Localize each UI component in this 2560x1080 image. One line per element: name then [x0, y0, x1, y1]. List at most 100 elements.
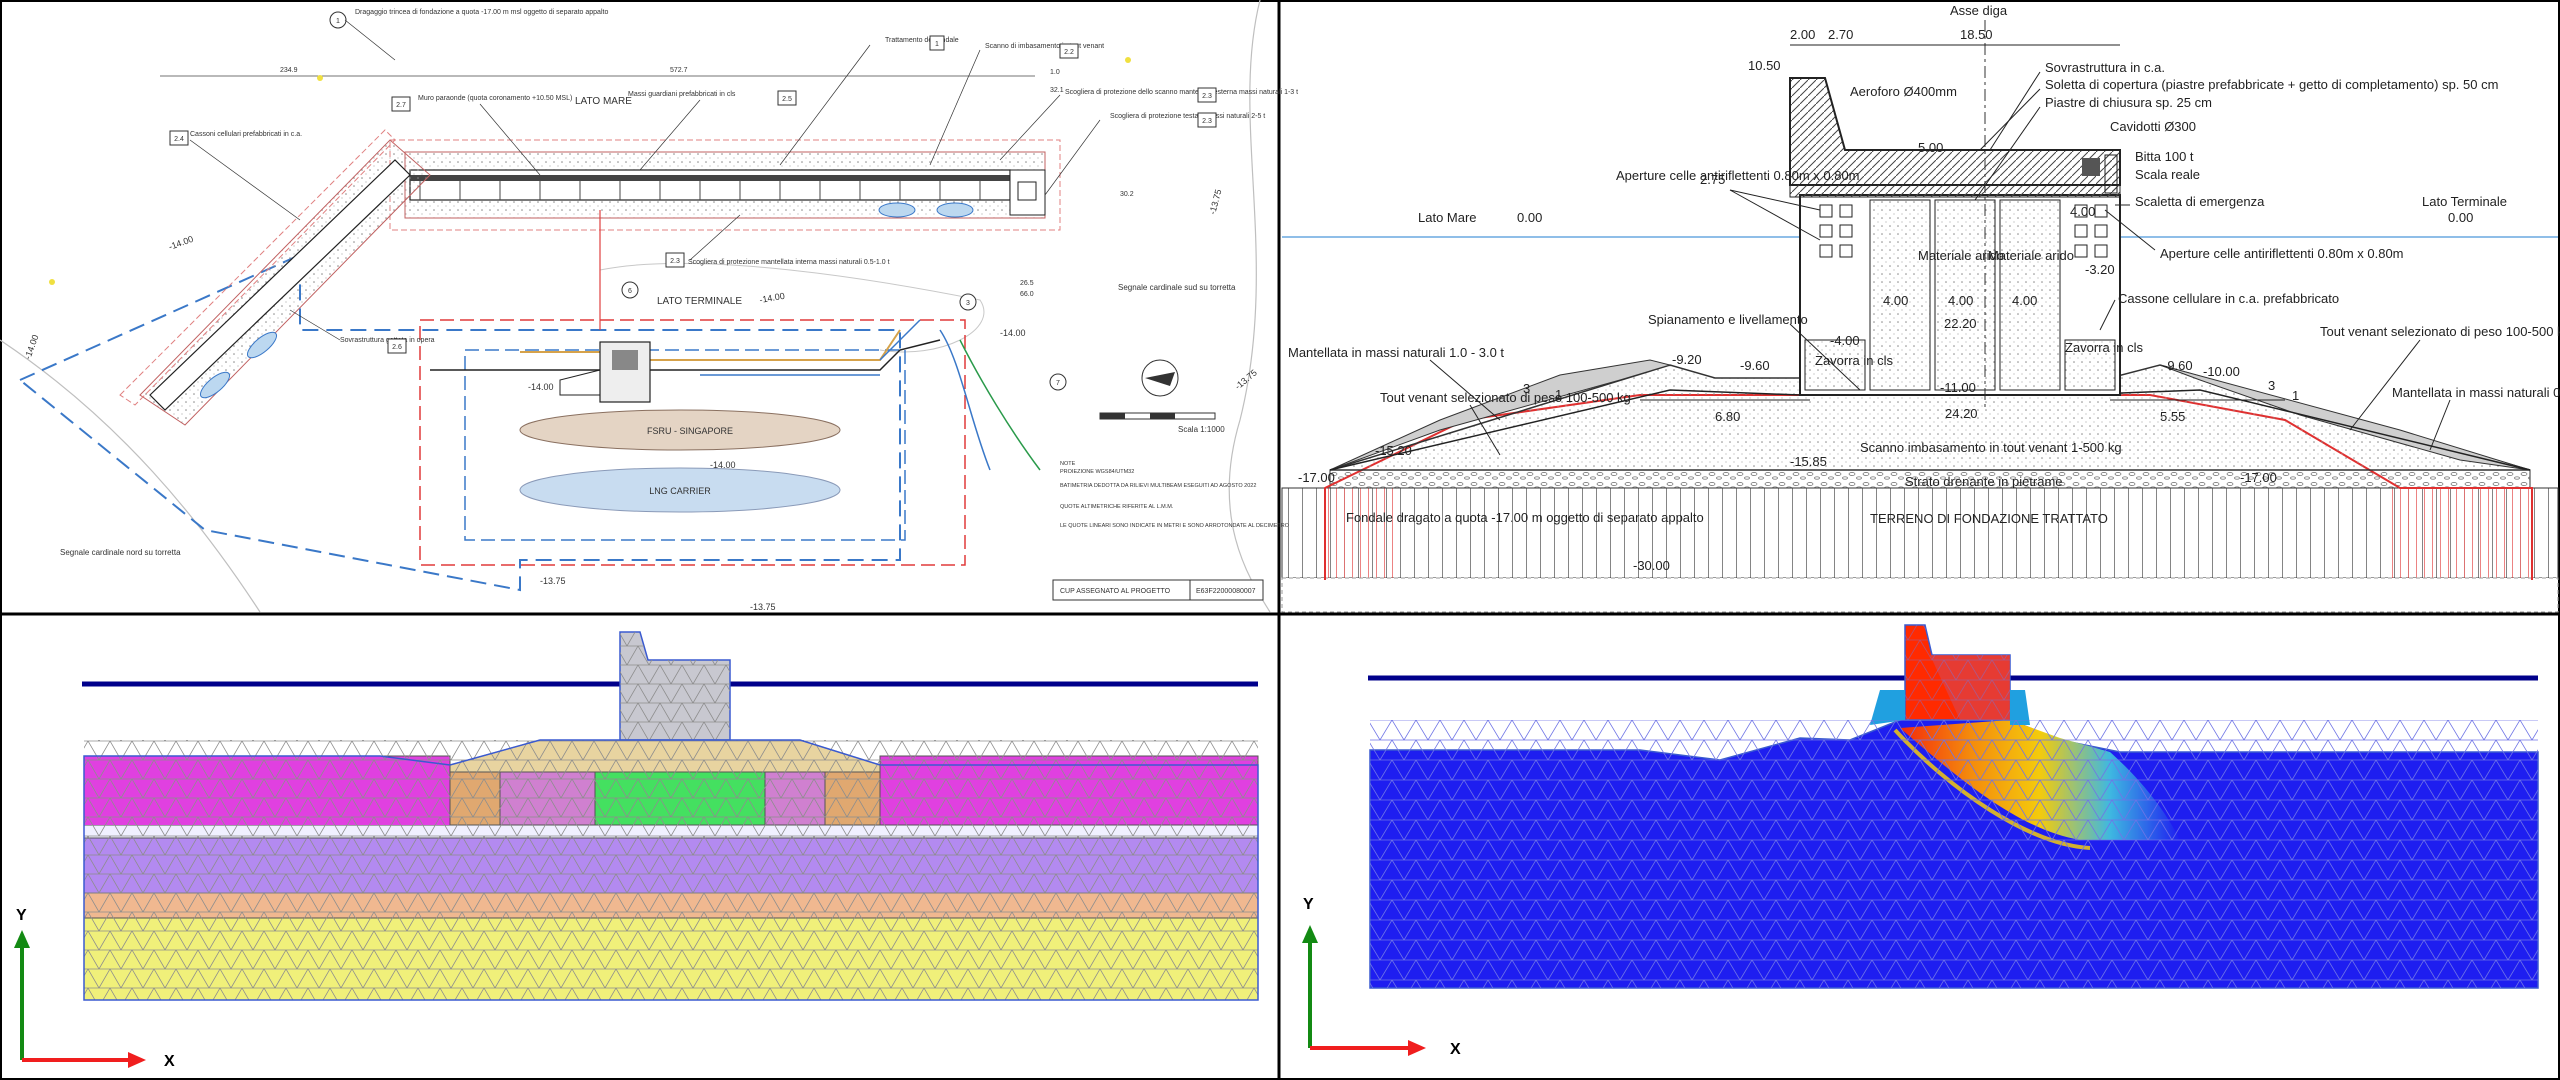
dim-200: 2.00	[1790, 27, 1815, 42]
dim-1850: 18.50	[1960, 27, 1993, 42]
y-axis-arrowhead	[1302, 925, 1318, 943]
strato-label: Strato drenante in pietrame	[1905, 474, 2063, 489]
segnale-sud-label: Segnale cardinale sud su torretta	[1118, 283, 1236, 292]
marker-icon	[317, 75, 323, 81]
callout-scanno: Scanno di imbasamento in tout venant	[985, 43, 1104, 50]
elev-m400: -4.00	[1830, 333, 1860, 348]
svg-text:-14.00: -14.00	[1000, 328, 1026, 338]
vessel-icon	[246, 331, 278, 359]
y-axis-label: Y	[16, 907, 27, 924]
marker-icon	[1125, 57, 1131, 63]
svg-text:-13.75: -13.75	[750, 602, 776, 612]
svg-text:66.0: 66.0	[1020, 291, 1034, 298]
svg-text:26.5: 26.5	[1020, 280, 1034, 287]
materiale-arido-1: Materiale arido	[1918, 248, 2004, 263]
fem-mesh-panel: Y X	[14, 631, 1259, 1070]
terreno-label: TERRENO DI FONDAZIONE TRATTATO	[1870, 511, 2108, 526]
x-axis-arrowhead	[1408, 1040, 1426, 1056]
materiale-arido-2: Materiale arido	[1988, 248, 2074, 263]
vessel-icon	[936, 202, 974, 218]
fondale-label: Fondale dragato a quota -17.00 m oggetto…	[1346, 510, 1704, 525]
svg-text:E63F22000080007: E63F22000080007	[1196, 588, 1256, 595]
fsru-vessel	[519, 409, 841, 451]
bathymetry-contour	[0, 339, 261, 613]
plan-callouts: Dragaggio trincea di fondazione a quota …	[190, 9, 1298, 344]
svg-text:32.1: 32.1	[1050, 87, 1064, 94]
svg-text:-13.75: -13.75	[540, 576, 566, 586]
lng-vessel	[519, 467, 841, 513]
elev-920: -9.20	[1672, 352, 1702, 367]
dredged-zone-left	[1325, 488, 1395, 578]
lato-terminale-label: Lato Terminale	[2422, 194, 2507, 209]
x-axis-label: X	[1450, 1041, 1461, 1058]
lato-mare-label: Lato Mare	[1418, 210, 1477, 225]
y-axis-label: Y	[1303, 896, 1314, 913]
elev-1700-right: -17.00	[2240, 470, 2277, 485]
callout-numbers: 1 2.7 2.4 2.5 1 2.2 2.3 2.3 2.6 2.3 6 3 …	[174, 18, 1212, 387]
slope-right-h: 1	[2292, 388, 2299, 403]
svg-text:30.2: 30.2	[1120, 191, 1134, 198]
scala-reale-label: Scala reale	[2135, 167, 2200, 182]
jetty-structure	[430, 319, 1041, 471]
section-leaders	[1429, 44, 2451, 456]
mantellata-left-label: Mantellata in massi naturali 1.0 - 3.0 t	[1288, 345, 1504, 360]
elev-3000: -30.00	[1633, 558, 1670, 573]
lato-mare-label: LATO MARE	[575, 96, 632, 107]
dredged-zone-right	[2392, 488, 2532, 578]
cup-box: CUP ASSEGNATO AL PROGETTO E63F2200008000…	[1052, 579, 1264, 601]
y-axis-arrowhead	[14, 930, 30, 948]
svg-text:QUOTE ALTIMETRICHE RIFERITE AL: QUOTE ALTIMETRICHE RIFERITE AL L.M.M.	[1060, 504, 1174, 510]
scale-bar: Scala 1:1000	[1099, 412, 1225, 434]
plan-notes: NOTE PROIEZIONE WGS84/UTM32 BATIMETRIA D…	[1060, 461, 1290, 529]
aeroforo-label: Aeroforo Ø400mm	[1850, 84, 1957, 99]
svg-text:-14.00: -14.00	[759, 291, 786, 305]
terminal-zone	[419, 319, 966, 566]
bathymetry-contour	[599, 262, 985, 353]
cell-width-3: 4.00	[2012, 293, 2037, 308]
bitta-label: Bitta 100 t	[2135, 149, 2194, 164]
svg-text:-13.75: -13.75	[1233, 367, 1259, 391]
svg-text:6: 6	[628, 288, 632, 295]
elev-500: 5.00	[1918, 140, 1943, 155]
callout-trattamento: Trattamento del fondale	[885, 37, 959, 44]
fsru-label: FSRU - SINGAPORE	[647, 426, 733, 436]
svg-text:234.9: 234.9	[280, 67, 298, 74]
svg-text:-14.00: -14.00	[22, 333, 40, 360]
svg-text:1: 1	[336, 18, 340, 25]
lato-mare-quota: 0.00	[1517, 210, 1542, 225]
superstructure	[1789, 77, 2121, 198]
aperture-right-label: Aperture celle antiriflettenti 0.80m x 0…	[2160, 246, 2404, 261]
x-axis-label: X	[164, 1053, 175, 1070]
elev-1520: -15.20	[1375, 443, 1412, 458]
callout-scogliera-testata: Scogliera di protezione testata massi na…	[1110, 113, 1265, 120]
elev-275: 2.75	[1700, 172, 1725, 187]
piastre-label: Piastre di chiusura sp. 25 cm	[2045, 95, 2212, 110]
svg-text:PROIEZIONE WGS84/UTM32: PROIEZIONE WGS84/UTM32	[1060, 469, 1134, 475]
dim-2420: 24.20	[1945, 406, 1978, 421]
dim-270: 2.70	[1828, 27, 1853, 42]
cavidotti-label: Cavidotti Ø300	[2110, 119, 2196, 134]
svg-text:2.2: 2.2	[1064, 49, 1074, 56]
bitta-icon	[2082, 158, 2100, 176]
x-axis-arrowhead	[128, 1052, 146, 1068]
slope-left-h: 1	[1555, 387, 1562, 402]
dredging-outline	[18, 253, 901, 592]
elev-1585: -15.85	[1790, 454, 1827, 469]
result-mesh-overlay	[1370, 720, 2538, 988]
sovrastruttura-label: Sovrastruttura in c.a.	[2045, 60, 2165, 75]
ladder-icon	[2104, 154, 2118, 194]
svg-text:2.3: 2.3	[1202, 118, 1212, 125]
elev-400: 4.00	[2070, 204, 2095, 219]
svg-text:2.7: 2.7	[396, 102, 406, 109]
callout-sovrastruttura: Sovrastruttura gettata in opera	[340, 337, 435, 344]
spianamento-label: Spianamento e livellamento	[1648, 312, 1808, 327]
svg-text:2.3: 2.3	[1202, 93, 1212, 100]
armour-left	[1329, 359, 1672, 471]
slope-left-v: 3	[1523, 381, 1530, 396]
cassone-label: Cassone cellulare in c.a. prefabbricato	[2118, 291, 2339, 306]
segnale-nord-label: Segnale cardinale nord su torretta	[60, 548, 181, 557]
foundation-soil	[1281, 487, 2559, 579]
callout-dragaggio: Dragaggio trincea di fondazione a quota …	[355, 9, 608, 16]
svg-text:-14.00: -14.00	[167, 234, 194, 252]
